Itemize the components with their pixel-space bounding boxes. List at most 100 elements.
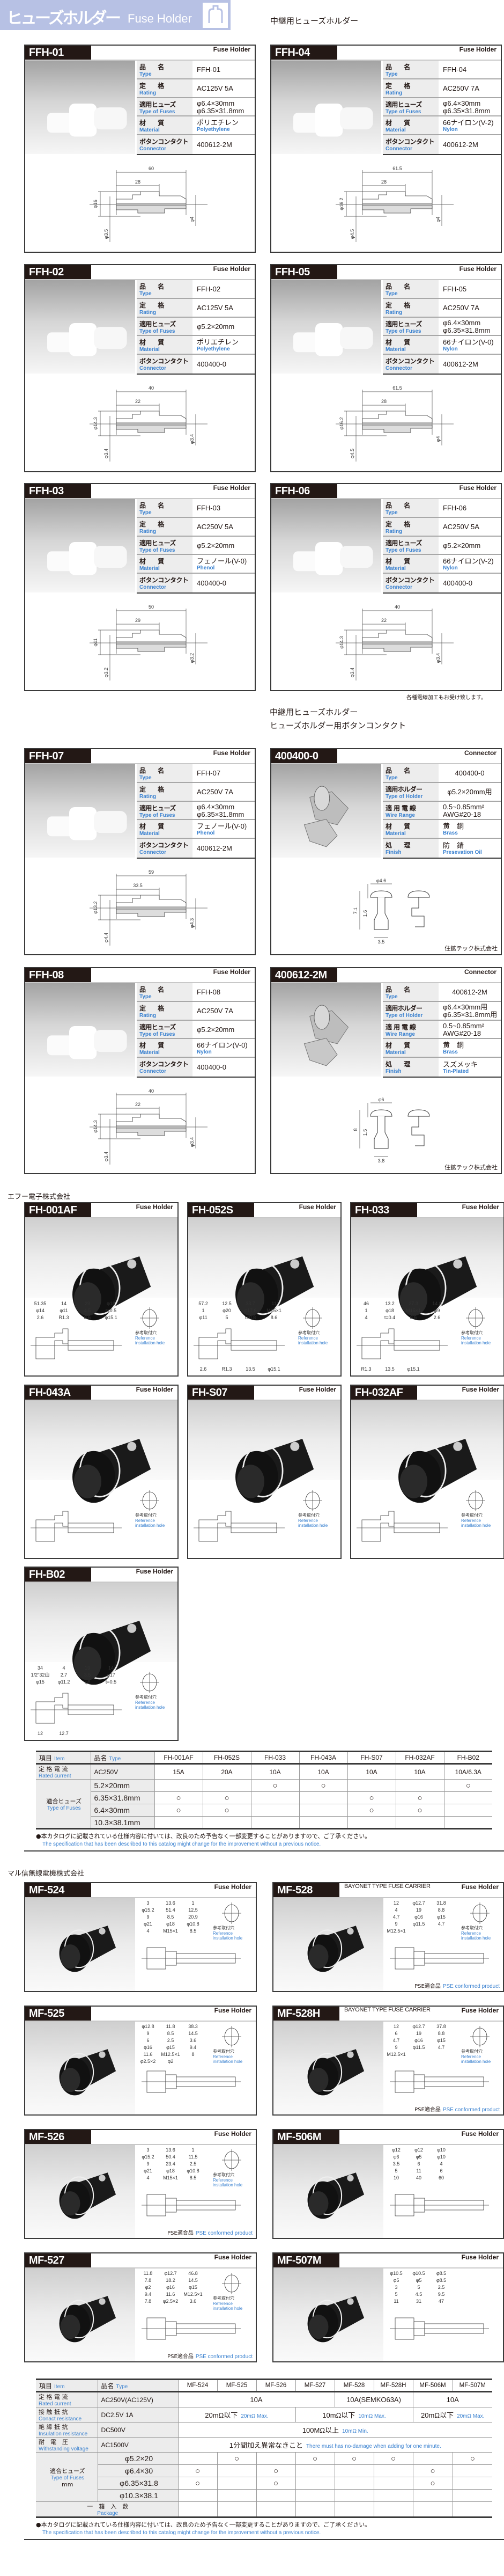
label-unit: mm [62,2480,73,2488]
dimension-label: 13.6 [166,1900,175,1906]
dimension-label: 8.6 [271,1315,278,1320]
dimension-label: φ11 [60,1308,68,1313]
product-photo [188,1401,340,1503]
label-jp: 適用ヒューズ [139,804,176,812]
label-en: Type [139,510,152,516]
value: FFH-02 [197,285,221,294]
cell-text: 10A [446,2396,459,2404]
model-number: FH-B02 [25,1568,91,1582]
dimension-label: 8.8 [438,1907,445,1913]
value: AC250V 5A [197,523,233,531]
spec-value: AC250V 7A [192,783,255,801]
dimension-label: φ10.5 [390,2271,402,2276]
dimension-label: 12.5 [188,1907,198,1913]
dimension-label: 61.5 [392,385,402,391]
package-cell [334,2501,374,2518]
compat-mark [412,2452,453,2465]
dimension-label: R1.3 [361,1366,371,1372]
dimension-label: φ16.2 [339,417,344,429]
compat-mark [334,2477,374,2490]
label-en: Type [139,71,152,77]
value: AC125V 5A [197,84,233,93]
dimension-label: 5 [225,1315,228,1320]
compat-mark [412,2489,453,2502]
dimension-label: φ2 [168,2059,174,2064]
reference-hole-label-en: Reference [461,1336,481,1341]
dimension-label: 7.8 [145,2278,152,2283]
label-jp: 定 格 [139,520,164,528]
value: AC250V 7A [197,788,233,796]
reference-hole-label-en: installation hole [135,1523,165,1528]
spec-value: φ5.2×20mm用 [439,783,501,801]
dimension-label: φ16 [144,2045,152,2050]
reference-hole-label-en: installation hole [461,1936,491,1941]
spec-value: 400400-0 [192,574,255,592]
pse-en: PSE conformed product [195,2230,253,2236]
dimension-label: 8.5 [190,2175,197,2180]
label-en: Type [139,291,152,297]
dimension-label: φ4.5 [350,449,355,458]
category-label: Fuse Holder [214,2007,251,2014]
dimension-label: 1 [365,1308,367,1313]
label-jp: 適用ヒューズ [139,1023,176,1031]
label-jp: ボタンコンタクト [139,138,189,146]
spec-value: FFH-02 [192,280,255,298]
dimension-label: 6 [146,2038,149,2043]
model-number: FFH-06 [271,484,337,498]
value-line-2: φ6.35×31.8mm [197,106,244,115]
compat-mark [452,2477,492,2490]
dimension-label: 8.5 [190,1928,197,1934]
divider [24,1850,504,1851]
value: φ5.2×20mm [197,541,235,550]
dimension-label: M12.5×1 [387,2052,405,2057]
dimension-label: 29 [135,618,140,623]
cell-value: 10A/6.3A [443,1763,492,1780]
value: AC125V 5A [197,304,233,312]
product-image [398,1256,477,1321]
dimension-label: φ12.8 [142,2024,154,2029]
label-jp: 適用ヒューズ [139,100,176,108]
spec-value: 66ナイロン(V-0)Nylon [439,336,501,354]
reference-hole-label-en: Reference [461,1931,481,1936]
value: 黄 銅 [443,822,464,831]
dimension-label: 51.4 [166,1907,175,1913]
dimension-label: 13.5 [385,1366,395,1372]
dimension-label: φ9 [434,1308,440,1313]
label-en: Withstanding voltage [39,2446,88,2452]
product-image [307,2172,365,2219]
dimension-label: 4 [395,1907,397,1913]
row-type: AC1500V [97,2437,179,2453]
